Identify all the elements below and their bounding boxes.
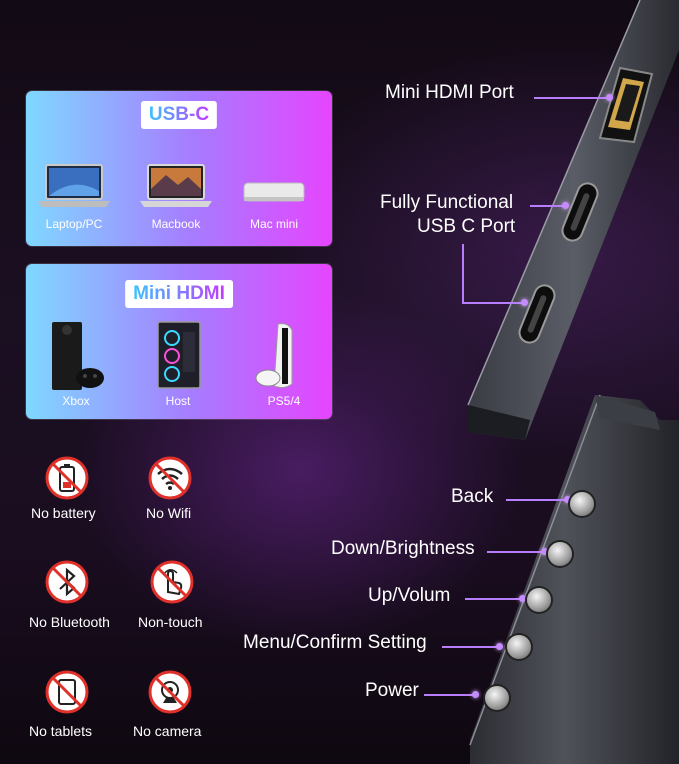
usb-c-port-1 [561,182,599,242]
mini-hdmi-callout-dot [606,94,613,101]
device-mac-mini: Mac mini [234,161,314,231]
no-wifi-label: No Wifi [146,505,192,521]
non-touch-label: Non-touch [138,614,203,630]
laptop-icon [38,164,110,207]
xbox-icon [52,322,104,390]
back-callout-line [506,499,566,501]
device-label-mac-mini: Mac mini [249,217,298,231]
usb-c-callout-dot-2 [521,299,528,306]
up-volume-callout: Up/Volum [368,585,451,606]
device-xbox: Xbox [36,320,116,410]
usb-c-compatibility-card: USB-C Laptop/PC Macbook Mac mini [26,91,332,246]
device-label-xbox: Xbox [62,394,90,408]
no-battery-label: No battery [31,505,96,521]
power-callout: Power [365,680,419,701]
usb-c-callout-dot-1 [562,202,569,209]
no-bluetooth-label: No Bluetooth [29,614,110,630]
down-brightness-callout: Down/Brightness [331,538,475,559]
mini-hdmi-port-callout: Mini HDMI Port [385,82,514,103]
usb-c-port-callout-line2: USB C Port [417,216,516,237]
device-macbook: Macbook [136,161,216,231]
usb-c-callout-line-2 [462,302,524,304]
device-label-host: Host [165,394,191,408]
device-label-ps5: PS5/4 [267,394,301,408]
usb-c-card-title: USB-C [140,101,218,129]
menu-confirm-callout-line [442,646,498,648]
usb-c-callout-line-1 [530,205,564,207]
no-tablets-label: No tablets [29,723,93,739]
usb-c-port-callout-line1: Fully Functional [380,192,514,213]
down-brightness-callout-line [487,551,543,553]
device-label-laptop: Laptop/PC [45,217,103,231]
device-ps5: PS5/4 [244,320,324,410]
touch-hand-icon [150,560,194,604]
up-volume-button[interactable] [527,588,551,612]
battery-icon [45,456,89,500]
mini-hdmi-callout-line [534,97,608,99]
device-label-macbook: Macbook [151,217,201,231]
menu-confirm-callout-dot [496,643,503,650]
power-callout-dot [472,691,479,698]
back-button-callout: Back [451,486,494,507]
down-brightness-button[interactable] [548,542,572,566]
tablet-icon [45,670,89,714]
usb-c-port-2 [518,284,556,344]
power-button[interactable] [485,686,509,710]
back-button[interactable] [570,492,594,516]
device-laptop: Laptop/PC [34,161,114,231]
pc-tower-icon [157,321,201,389]
mini-hdmi-compatibility-card: Mini HDMI Xbox Host PS5/4 [26,264,332,419]
usb-c-callout-vline [462,244,464,304]
up-volume-callout-dot [519,595,526,602]
menu-confirm-button[interactable] [507,635,531,659]
no-camera-label: No camera [133,723,202,739]
playstation-icon [255,323,293,389]
menu-confirm-callout: Menu/Confirm Setting [243,632,427,653]
mac-mini-icon [243,182,305,202]
bluetooth-icon [45,560,89,604]
device-host: Host [138,320,218,410]
mini-hdmi-card-title: Mini HDMI [125,280,233,308]
camera-icon [148,670,192,714]
mini-hdmi-port-shape [598,66,654,144]
up-volume-callout-line [465,598,521,600]
wifi-icon [148,456,192,500]
macbook-icon [140,164,212,207]
power-callout-line [424,694,474,696]
back-callout-dot [564,496,571,503]
down-brightness-callout-dot [541,548,548,555]
